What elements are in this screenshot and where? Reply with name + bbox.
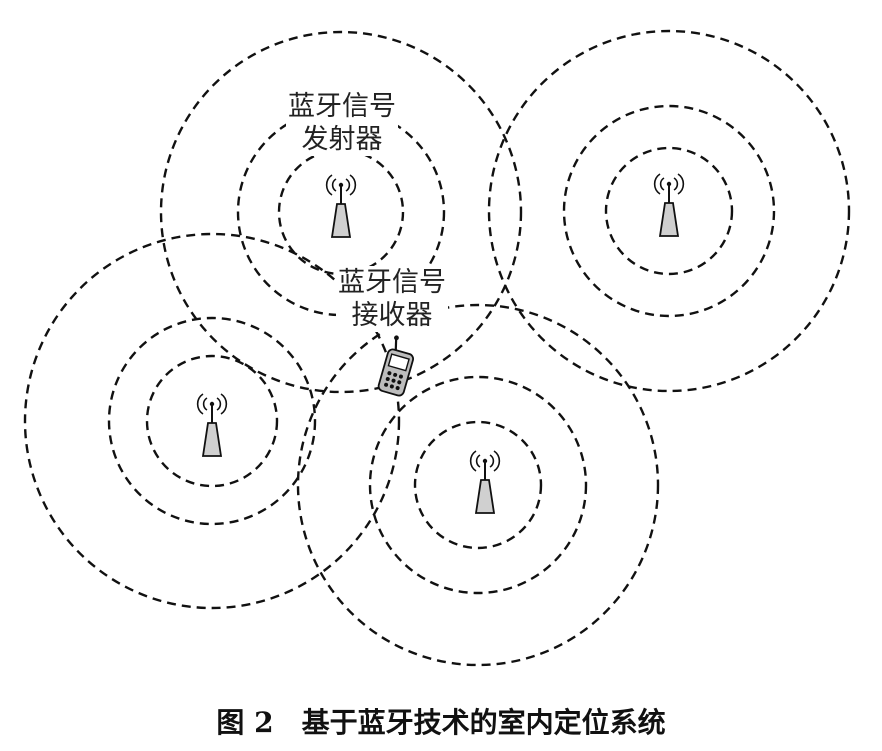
receiver-label-line1: 蓝牙信号 [338, 267, 446, 298]
mobile-phone-icon [377, 335, 415, 397]
transmitter-label-line2: 发射器 [301, 124, 383, 155]
ring-inner [604, 146, 734, 276]
figure-caption: 图 2 基于蓝牙技术的室内定位系统 [0, 700, 882, 745]
signal-zone-transmitter-b [487, 29, 851, 393]
figure-number: 图 2 [216, 706, 274, 739]
radio-tower-icon [469, 450, 501, 514]
ring-middle [368, 375, 588, 595]
radio-tower-icon [653, 173, 685, 237]
transmitter-label: 蓝牙信号 发射器 [286, 90, 398, 156]
ring-middle [562, 104, 776, 318]
ring-middle [107, 316, 317, 526]
ring-outer [487, 29, 851, 393]
receiver-label: 蓝牙信号 接收器 [336, 266, 448, 332]
figure-title: 基于蓝牙技术的室内定位系统 [301, 706, 666, 739]
ring-outer [23, 232, 401, 610]
bluetooth-positioning-diagram [23, 29, 851, 667]
signal-zone-transmitter-d [296, 303, 660, 667]
transmitter-label-line1: 蓝牙信号 [288, 91, 396, 122]
ring-inner [145, 354, 279, 488]
ring-outer [296, 303, 660, 667]
receiver-label-line2: 接收器 [351, 300, 433, 331]
ring-outer [159, 30, 523, 394]
ring-inner [413, 420, 543, 550]
radio-tower-icon [196, 393, 228, 457]
signal-zone-transmitter-c [23, 232, 401, 610]
radio-tower-icon [325, 174, 357, 238]
